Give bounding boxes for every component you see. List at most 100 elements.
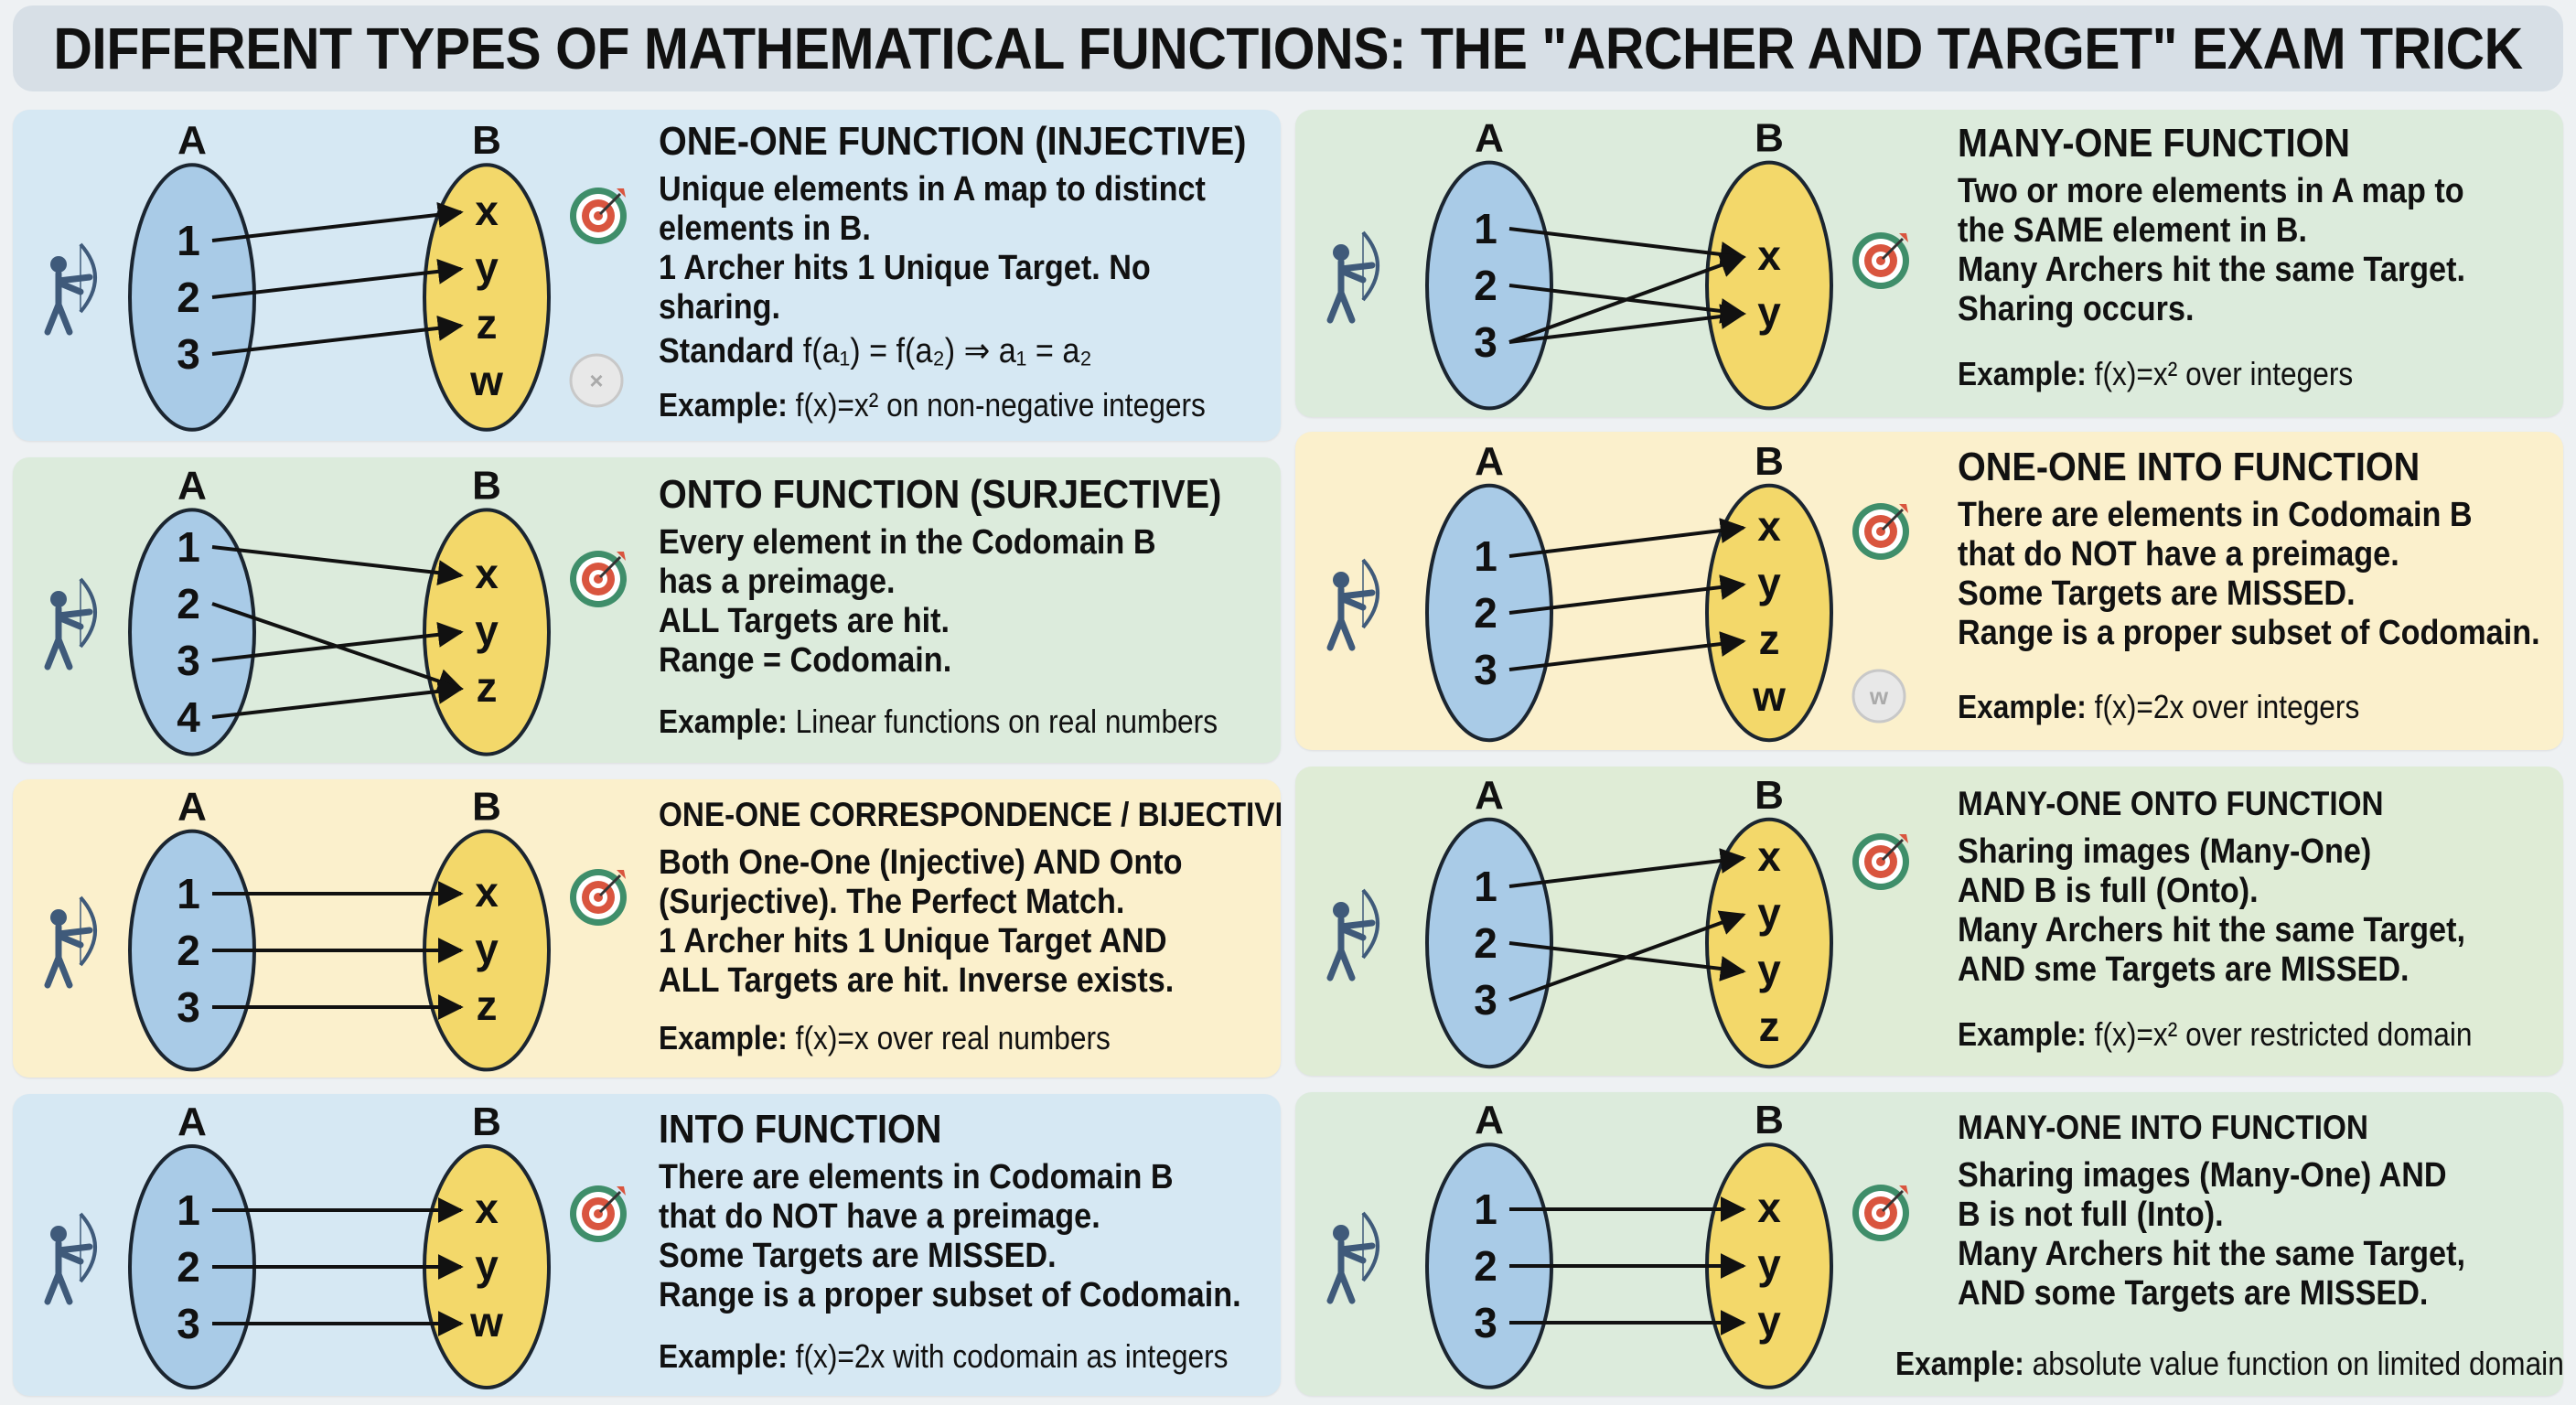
domain-element: 1 [177, 1186, 200, 1234]
description-line: AND sme Targets are MISSED. [1958, 950, 2410, 989]
target-icon [1852, 232, 1909, 289]
example: Example: f(x)=x² on non-negative integer… [659, 386, 1206, 424]
domain-element: 1 [177, 870, 200, 917]
domain-element: 3 [177, 637, 200, 684]
example-label: Example: [659, 1019, 788, 1056]
domain-element: 1 [177, 523, 200, 571]
example-label: Example: [1958, 1015, 2087, 1053]
mapping-arrow [1508, 304, 1746, 344]
mapping-arrow [1508, 518, 1746, 558]
missed-target-icon: × [569, 353, 624, 408]
description-line: Range is a proper subset of Codomain. [659, 1276, 1241, 1314]
domain-element: 2 [1474, 1242, 1497, 1290]
codomain-element: y [1757, 559, 1781, 606]
set-b-label: B [472, 785, 501, 830]
missed-target-label: w [1869, 682, 1889, 710]
target-icon [570, 1185, 627, 1242]
description-line: 1 Archer hits 1 Unique Target AND [659, 922, 1167, 960]
domain-set-a [1425, 817, 1553, 1069]
domain-element: 3 [1474, 318, 1497, 366]
domain-element: 2 [177, 1243, 200, 1291]
description-line: Range is a proper subset of Codomain. [1958, 614, 2540, 652]
mapping-arrow [211, 258, 464, 299]
title-bar: DIFFERENT TYPES OF MATHEMATICAL FUNCTION… [13, 5, 2563, 91]
codomain-element: x [1757, 502, 1781, 550]
codomain-set-b [1705, 817, 1833, 1069]
example-label: Example: [659, 1337, 788, 1375]
codomain-element: x [1757, 832, 1781, 880]
panel-title: MANY-ONE ONTO FUNCTION [1958, 785, 2384, 822]
description-line: Every element in the Codomain B [659, 523, 1156, 562]
mapping-arrow [211, 678, 464, 719]
codomain-element: y [1757, 1240, 1781, 1288]
domain-element: 2 [177, 273, 200, 321]
description-line: that do NOT have a preimage. [659, 1197, 1100, 1236]
description-line: Some Targets are MISSED. [1958, 574, 2356, 613]
codomain-element: x [475, 1185, 499, 1232]
mapping-arrow [1508, 252, 1746, 344]
archer-icon [44, 577, 97, 670]
example: Example: f(x)=x over real numbers [659, 1019, 1111, 1057]
set-a-label: A [1475, 1098, 1504, 1142]
set-b-label: B [472, 1099, 501, 1144]
example: Example: Linear functions on real number… [659, 702, 1218, 741]
archer-icon [1326, 888, 1379, 981]
description-line: Many Archers hit the same Target, [1958, 911, 2465, 949]
domain-set-a [1425, 160, 1553, 411]
description-line: AND some Targets are MISSED. [1958, 1274, 2429, 1313]
description-line: AND B is full (Onto). [1958, 872, 2259, 910]
set-a-label: A [1475, 439, 1504, 484]
example-text: f(x)=x over real numbers [795, 1019, 1111, 1056]
description-line: 1 Archer hits 1 Unique Target. No [659, 249, 1151, 287]
example-text: Linear functions on real numbers [795, 702, 1218, 740]
domain-element: 2 [177, 927, 200, 974]
description-line: Two or more elements in A map to [1958, 172, 2464, 210]
panel-title: ONE-ONE CORRESPONDENCE / BIJECTIVE [659, 796, 1281, 833]
codomain-element: x [475, 550, 499, 597]
codomain-set-b [1705, 160, 1833, 411]
description-line: the SAME element in B. [1958, 211, 2307, 250]
description-line: Both One-One (Injective) AND Onto [659, 843, 1183, 882]
description-line: elements in B. [659, 209, 871, 248]
target-icon [1852, 1185, 1909, 1241]
domain-set-a [128, 163, 256, 432]
domain-set-a [1425, 483, 1553, 743]
codomain-element: z [477, 300, 498, 348]
page-title: DIFFERENT TYPES OF MATHEMATICAL FUNCTION… [53, 16, 2523, 81]
domain-element: 3 [177, 983, 200, 1031]
formula-text: f(a₁) = f(a₂) ⇒ a₁ = a₂ [802, 332, 1092, 370]
codomain-element: y [1757, 1297, 1781, 1345]
domain-element: 2 [1474, 919, 1497, 967]
description-line: has a preimage. [659, 563, 896, 601]
domain-element: 3 [1474, 1299, 1497, 1346]
domain-element: 1 [1474, 863, 1497, 910]
example: Example: f(x)=2x over integers [1958, 688, 2359, 726]
description-line: There are elements in Codomain B [659, 1158, 1174, 1196]
codomain-element: w [1752, 672, 1786, 720]
example: Example: f(x)=x² over integers [1958, 355, 2353, 393]
set-b-label: B [472, 463, 501, 508]
domain-element: 2 [1474, 589, 1497, 637]
example-label: Example: [1895, 1345, 2024, 1382]
description-line: Many Archers hit the same Target. [1958, 251, 2465, 289]
domain-element: 2 [177, 580, 200, 627]
codomain-element: y [475, 925, 499, 972]
codomain-element: y [475, 606, 499, 654]
mapping-arrow [1508, 848, 1746, 888]
example-text: f(x)=x² over restricted domain [2094, 1015, 2473, 1053]
archer-icon [44, 1212, 97, 1305]
set-a-label: A [177, 118, 207, 163]
mapping-arrow [211, 621, 464, 662]
codomain-element: y [1757, 946, 1781, 993]
codomain-element: w [469, 357, 503, 404]
